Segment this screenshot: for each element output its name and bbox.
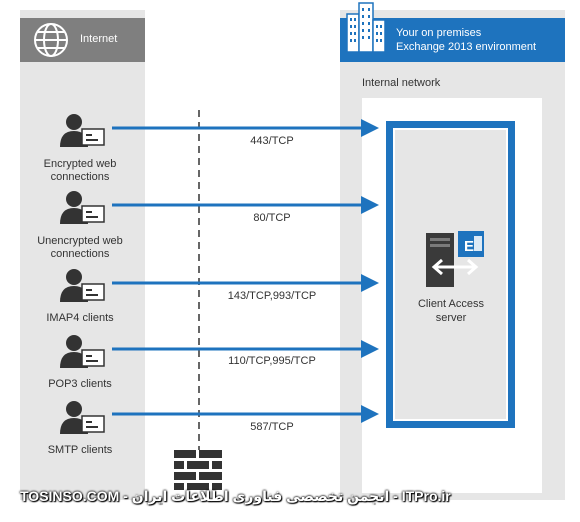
client-label-line2: connections [50, 248, 110, 260]
client-label-line1: Unencrypted web [37, 235, 123, 247]
building-icon [346, 2, 386, 53]
user-mail-icon [60, 269, 105, 302]
user-mail-icon [60, 114, 105, 147]
exchange-server-icon: E [426, 231, 484, 287]
watermark: TOSINSO.COM - انجمن تخصصی فناوری اطلاعات… [20, 488, 451, 504]
firewall-icon [174, 450, 222, 490]
server-label: Client Access server [401, 297, 501, 325]
client-label-line1: SMTP clients [47, 444, 113, 456]
premises-title-line1: Your on premises [396, 27, 482, 39]
globe-icon [34, 23, 68, 57]
client-label-imap4: IMAP4 clients [20, 312, 140, 325]
port-label: 110/TCP,995/TCP [228, 355, 316, 367]
client-label-line1: Encrypted web [43, 158, 117, 170]
firewall-line [198, 110, 200, 450]
port-label: 143/TCP,993/TCP [227, 290, 317, 302]
svg-text:E: E [464, 238, 474, 255]
user-mail-icon [60, 191, 105, 224]
client-label-unencrypted-web: Unencrypted web connections [20, 235, 140, 261]
port-label: 587/TCP [250, 421, 294, 433]
user-mail-icon [60, 401, 105, 434]
internet-label: Internet [80, 33, 118, 45]
server-label-line2: server [435, 312, 467, 324]
internet-header: Internet [20, 18, 145, 62]
port-label: 443/TCP [250, 135, 294, 147]
client-label-encrypted-web: Encrypted web connections [20, 158, 140, 184]
premises-title-line2: Exchange 2013 environment [396, 41, 537, 53]
client-label-line1: POP3 clients [48, 378, 112, 390]
user-mail-icon [60, 335, 105, 368]
client-label-line1: IMAP4 clients [46, 312, 114, 324]
client-label-pop3: POP3 clients [20, 378, 140, 391]
server-label-line1: Client Access [417, 298, 485, 310]
client-label-smtp: SMTP clients [20, 444, 140, 457]
port-label: 80/TCP [253, 212, 291, 224]
internal-network-label: Internal network [362, 77, 441, 89]
client-label-line2: connections [50, 171, 110, 183]
premises-title: Your on premises Exchange 2013 environme… [396, 26, 536, 54]
